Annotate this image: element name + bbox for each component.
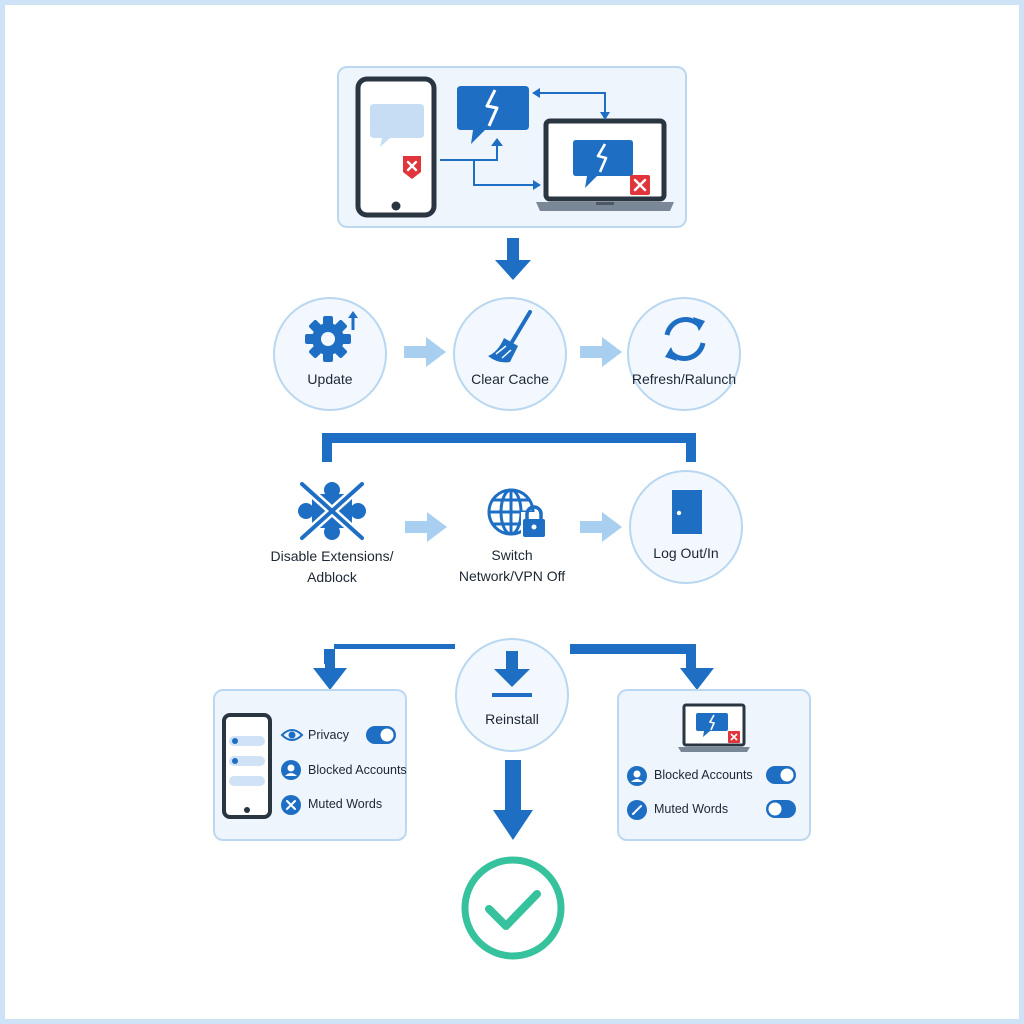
light-arrow-2 xyxy=(580,337,622,367)
broom-icon xyxy=(488,310,532,363)
refresh-label: Refresh/Ralunch xyxy=(631,371,737,387)
logout-label: Log Out/In xyxy=(653,545,719,561)
switch-network-label-2: Network/VPN Off xyxy=(458,568,566,584)
mobile-blocked-accounts-label: Blocked Accounts xyxy=(308,763,407,777)
broken-chat-bubble-icon xyxy=(457,86,529,144)
gear-update-icon xyxy=(305,311,358,362)
light-arrow-3 xyxy=(405,512,447,542)
crossed-puzzle-icon xyxy=(297,479,367,543)
user-circle-icon xyxy=(281,760,301,780)
globe-lock-icon xyxy=(487,488,547,538)
privacy-toggle[interactable] xyxy=(365,725,397,745)
phone-error-badge-icon xyxy=(403,156,421,179)
laptop-broken-chat-icon xyxy=(573,140,633,188)
update-label: Update xyxy=(307,371,353,387)
refresh-icon xyxy=(664,317,706,361)
clear-cache-label: Clear Cache xyxy=(471,371,549,387)
reinstall-label: Reinstall xyxy=(485,711,539,727)
download-icon xyxy=(492,651,532,697)
muted-words-toggle[interactable] xyxy=(765,799,797,819)
desktop-blocked-accounts-label: Blocked Accounts xyxy=(654,768,753,782)
muted-x-icon xyxy=(281,795,301,815)
mobile-privacy-label: Privacy xyxy=(308,728,349,742)
laptop-error-badge-icon xyxy=(630,175,650,195)
checkmark-success-icon xyxy=(461,856,565,960)
switch-network-label-1: Switch xyxy=(491,547,533,563)
down-arrow-1 xyxy=(495,238,531,280)
eye-icon xyxy=(280,729,304,741)
mute-slash-icon xyxy=(627,800,647,820)
refresh-step[interactable] xyxy=(627,297,741,411)
disable-extensions-label-2: Adblock xyxy=(307,569,357,585)
light-arrow-1 xyxy=(404,337,446,367)
blocked-accounts-toggle[interactable] xyxy=(765,765,797,785)
door-icon xyxy=(672,490,702,534)
small-laptop-icon xyxy=(678,703,750,752)
light-arrow-4 xyxy=(580,512,622,542)
desktop-muted-words-label: Muted Words xyxy=(654,802,729,816)
mobile-phone-icon xyxy=(222,713,272,819)
desktop-user-circle-icon xyxy=(627,766,647,786)
disable-extensions-label-1: Disable Extensions/ xyxy=(270,548,394,564)
mobile-muted-words-label: Muted Words xyxy=(308,797,383,811)
faded-chat-bubble-icon xyxy=(370,104,424,147)
